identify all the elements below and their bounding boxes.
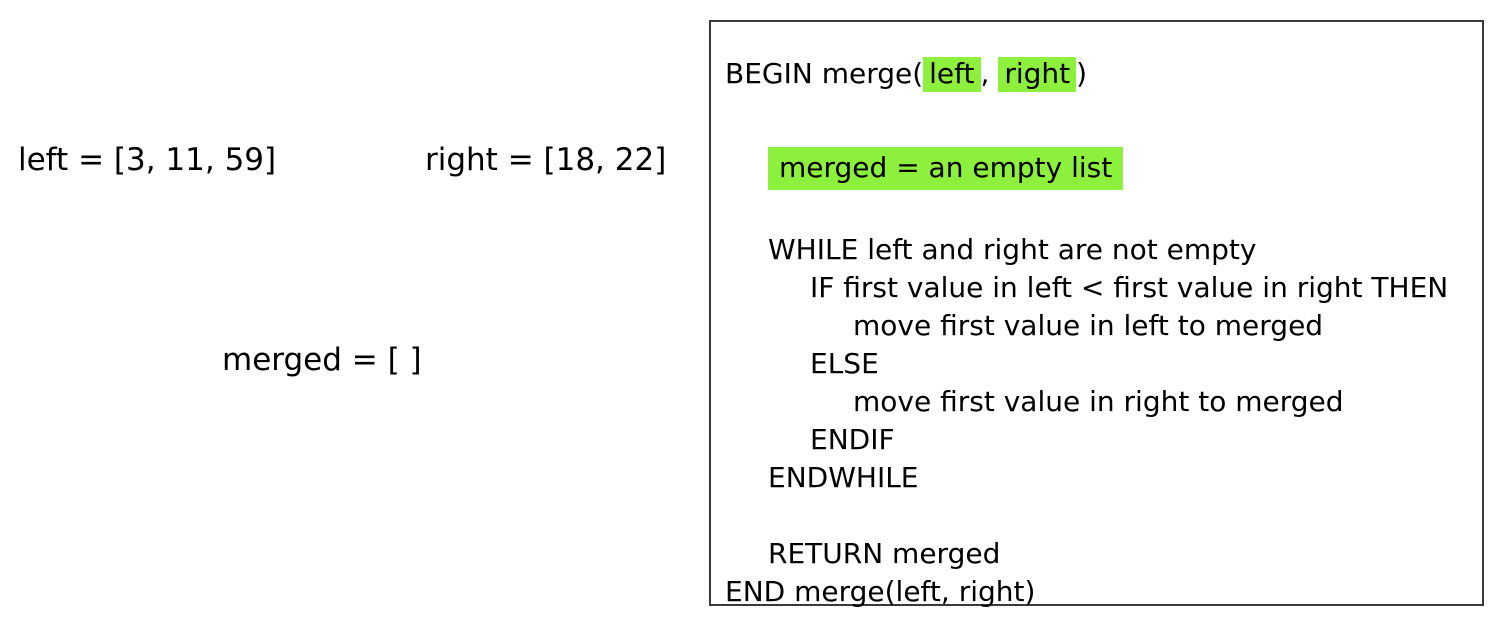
right-list-value: right = [18, 22]	[425, 142, 667, 178]
pseudocode-lines: BEGIN merge(left, right) merged = an emp…	[711, 22, 1482, 608]
code-line-move-left: move first value in left to merged	[853, 309, 1324, 342]
init-highlight: merged = an empty list	[768, 147, 1124, 191]
param-left-highlight: left	[923, 57, 981, 93]
param-separator: ,	[980, 57, 990, 90]
code-line-move-right: move first value in right to merged	[853, 385, 1344, 418]
code-line-else: ELSE	[810, 347, 879, 380]
code-line-init: merged = an empty list	[725, 147, 1124, 191]
code-line-endwhile: ENDWHILE	[768, 461, 919, 494]
code-line-while: WHILE left and right are not empty	[768, 233, 1257, 266]
begin-suffix: )	[1076, 57, 1088, 90]
begin-prefix: BEGIN merge(	[725, 57, 924, 90]
code-line-endif: ENDIF	[810, 423, 895, 456]
code-line-begin: BEGIN merge(left, right)	[725, 57, 1088, 93]
code-line-end: END merge(left, right)	[725, 575, 1036, 608]
left-list-value: left = [3, 11, 59]	[18, 142, 277, 178]
code-line-if: IF first value in left < first value in …	[810, 271, 1449, 304]
param-right-highlight: right	[998, 57, 1077, 93]
variable-state-panel: left = [3, 11, 59] right = [18, 22] merg…	[0, 0, 700, 618]
pseudocode-box: BEGIN merge(left, right) merged = an emp…	[709, 20, 1484, 606]
merged-list-value: merged = [ ]	[222, 342, 422, 378]
code-line-return: RETURN merged	[768, 537, 1001, 570]
